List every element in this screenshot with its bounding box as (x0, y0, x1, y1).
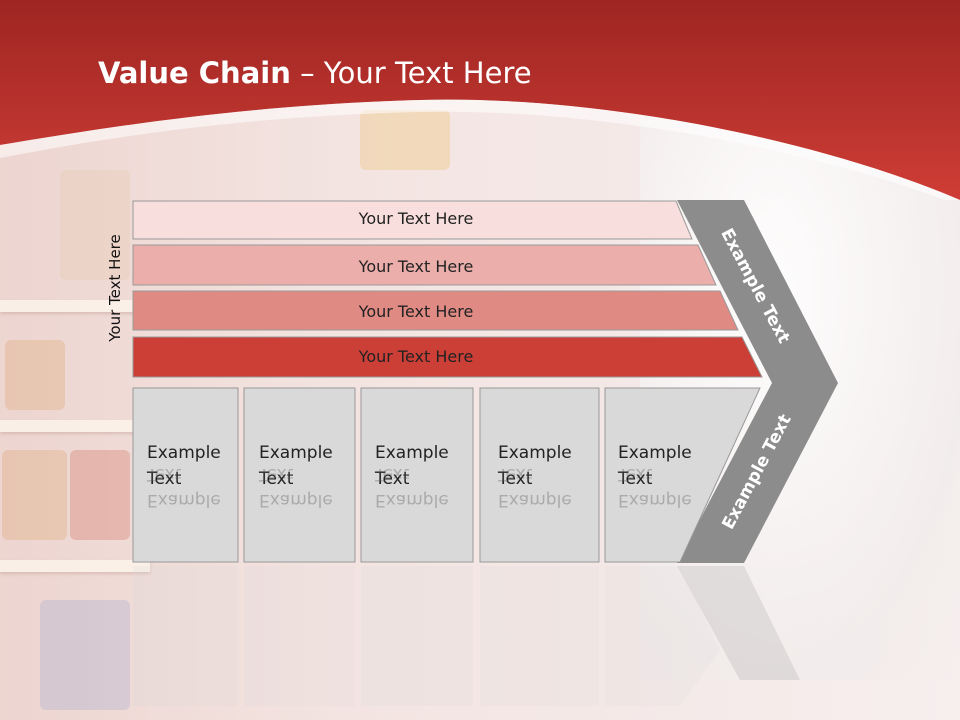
reflection-line2: Text (259, 464, 294, 484)
box-3-line2: Text (375, 469, 410, 489)
shelf-decoration (0, 420, 150, 432)
reflection-line2: Text (147, 464, 182, 484)
box-4-line1: Example (498, 443, 572, 463)
reflection-line1: Example (375, 490, 449, 510)
box-4-reflection: Example Text (484, 415, 599, 565)
box-5-shape (604, 387, 761, 563)
box-5-reflection: Example Text (604, 415, 724, 565)
box-4-shape (479, 387, 600, 563)
box-4: Example Text (484, 388, 599, 562)
band-1-label: Your Text Here (358, 209, 474, 228)
box-2-reflection: Example Text (245, 415, 355, 565)
chevron-lower-shape (677, 383, 838, 563)
reflection-line2: Text (498, 464, 533, 484)
box-1-line1: Example (147, 443, 221, 463)
chevron-upper-shape (677, 200, 838, 383)
band-1-shape (132, 200, 693, 240)
product-decoration (2, 450, 67, 540)
header-band (0, 0, 960, 200)
box-1: Example Text (133, 388, 238, 562)
product-decoration (70, 450, 130, 540)
box-2: Example Text (245, 388, 355, 562)
reflection-line1: Example (618, 490, 692, 510)
band-3-label: Your Text Here (358, 302, 474, 321)
box-3-line1: Example (375, 443, 449, 463)
title-bold: Value Chain (98, 56, 291, 90)
box-3: Example Text (361, 388, 473, 562)
shelf-decoration (0, 300, 150, 312)
reflection-line2: Text (375, 464, 410, 484)
shelf-decoration (0, 560, 150, 572)
reflection-line1: Example (259, 490, 333, 510)
title-rest: – Your Text Here (290, 56, 532, 90)
box-2-line2: Text (259, 469, 294, 489)
box-3-shape (360, 387, 474, 563)
band-3-shape (132, 290, 739, 331)
reflection-line1: Example (147, 490, 221, 510)
box-2-line1: Example (259, 443, 333, 463)
box-1-reflection: Example Text (133, 415, 238, 565)
box-4-line2: Text (498, 469, 533, 489)
product-decoration (360, 110, 450, 170)
product-decoration (60, 170, 130, 280)
band-4-shape (132, 336, 763, 378)
reflection-line1: Example (498, 490, 572, 510)
band-2-shape (132, 244, 717, 286)
box-1-line2: Text (147, 469, 182, 489)
box-3-reflection: Example Text (361, 415, 473, 565)
reflection-shapes (133, 566, 800, 706)
box-5-line1: Example (618, 443, 692, 463)
box-5-line2: Text (618, 469, 653, 489)
box-2-shape (243, 387, 356, 563)
reflection-line2: Text (618, 464, 653, 484)
box-5: Example Text (604, 388, 724, 562)
band-2-label: Your Text Here (358, 257, 474, 276)
product-decoration (40, 600, 130, 710)
slide-title: Value Chain – Your Text Here (98, 56, 532, 90)
box-1-shape (132, 387, 239, 563)
band-4-label: Your Text Here (358, 347, 474, 366)
product-decoration (5, 340, 65, 410)
